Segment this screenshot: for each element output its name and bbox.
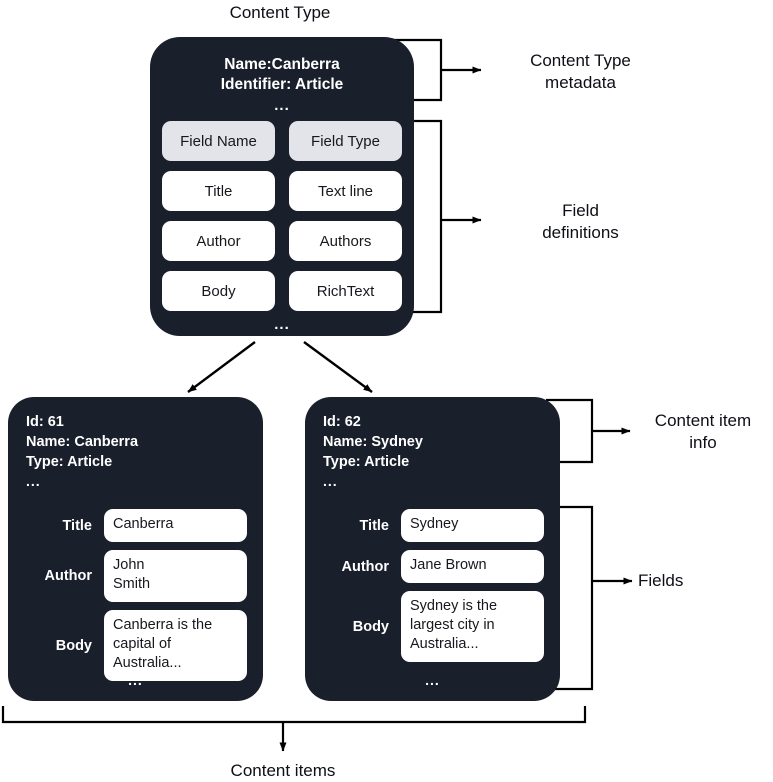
field-label: Author bbox=[341, 558, 389, 575]
content-item-info-ellipsis: ... bbox=[323, 473, 338, 489]
field-label: Body bbox=[352, 618, 389, 635]
annotation-content-item-info: Content item info bbox=[654, 411, 752, 452]
annotation-field-definitions: Field definitions bbox=[542, 201, 619, 242]
page-title-content-type: Content Type bbox=[229, 3, 331, 22]
arrow-content-type-to-item-2 bbox=[303, 341, 373, 393]
field-type-cell[interactable]: Authors bbox=[289, 221, 402, 261]
content-item-field-row: Title Canberra bbox=[18, 509, 247, 542]
content-item-fields: Title Sydney Author Jane Brown Body Sydn… bbox=[305, 509, 560, 670]
content-item-field-row: Author Jane Brown bbox=[315, 550, 544, 583]
field-definitions-table: Field Name Field Type Title Text line Au… bbox=[162, 121, 402, 321]
content-item-field-row: Title Sydney bbox=[315, 509, 544, 542]
page-title-content-items: Content items bbox=[230, 761, 336, 780]
field-name-cell[interactable]: Title bbox=[162, 171, 275, 211]
content-item-fields-ellipsis: ... bbox=[128, 672, 143, 688]
field-label: Title bbox=[359, 517, 389, 534]
field-name-cell[interactable]: Author bbox=[162, 221, 275, 261]
annotation-fields: Fields bbox=[638, 571, 684, 590]
field-type-cell[interactable]: RichText bbox=[289, 271, 402, 311]
field-definitions-header-row: Field Name Field Type bbox=[162, 121, 402, 161]
content-item-info-ellipsis: ... bbox=[26, 473, 41, 489]
annotation-content-type-metadata: Content Type metadata bbox=[530, 51, 631, 92]
field-value[interactable]: Sydney is the largest city in Australia.… bbox=[401, 591, 544, 662]
content-item-field-row: Body Sydney is the largest city in Austr… bbox=[315, 591, 544, 662]
field-definitions-ellipsis: ... bbox=[274, 316, 290, 333]
field-value[interactable]: John Smith bbox=[104, 550, 247, 602]
field-name-cell[interactable]: Body bbox=[162, 271, 275, 311]
content-item-info: Id: 62 Name: Sydney Type: Article bbox=[323, 414, 423, 470]
field-type-header: Field Type bbox=[289, 121, 402, 161]
field-value[interactable]: Canberra is the capital of Australia... bbox=[104, 610, 247, 681]
content-type-metadata-ellipsis: ... bbox=[274, 97, 290, 114]
arrow-content-type-to-item-1 bbox=[187, 341, 256, 393]
field-label: Author bbox=[44, 568, 92, 584]
content-item-card-62[interactable]: Id: 62 Name: Sydney Type: Article ... Ti… bbox=[305, 397, 560, 701]
bracket-content-items bbox=[1, 706, 587, 752]
field-name-header: Field Name bbox=[162, 121, 275, 161]
content-type-metadata-block: Name:Canberra Identifier: Article bbox=[150, 55, 414, 95]
field-definition-row: Author Authors bbox=[162, 221, 402, 261]
content-type-name: Name:Canberra bbox=[224, 56, 340, 73]
field-definition-row: Body RichText bbox=[162, 271, 402, 311]
content-item-info: Id: 61 Name: Canberra Type: Article bbox=[26, 414, 139, 470]
field-value[interactable]: Sydney bbox=[401, 509, 544, 542]
field-label: Body bbox=[55, 637, 92, 654]
content-item-card-61[interactable]: Id: 61 Name: Canberra Type: Article ... … bbox=[8, 397, 263, 701]
content-type-identifier: Identifier: Article bbox=[220, 76, 344, 93]
field-definition-row: Title Text line bbox=[162, 171, 402, 211]
field-value[interactable]: Canberra bbox=[104, 509, 247, 542]
content-item-fields: Title Canberra Author John Smith Body Ca… bbox=[8, 509, 263, 689]
content-item-field-row: Body Canberra is the capital of Australi… bbox=[18, 610, 247, 681]
field-value[interactable]: Jane Brown bbox=[401, 550, 544, 583]
content-item-field-row: Author John Smith bbox=[18, 550, 247, 602]
field-label: Title bbox=[62, 517, 92, 534]
content-item-fields-ellipsis: ... bbox=[425, 672, 440, 688]
content-type-card[interactable]: Name:Canberra Identifier: Article ... Fi… bbox=[150, 37, 414, 336]
field-type-cell[interactable]: Text line bbox=[289, 171, 402, 211]
